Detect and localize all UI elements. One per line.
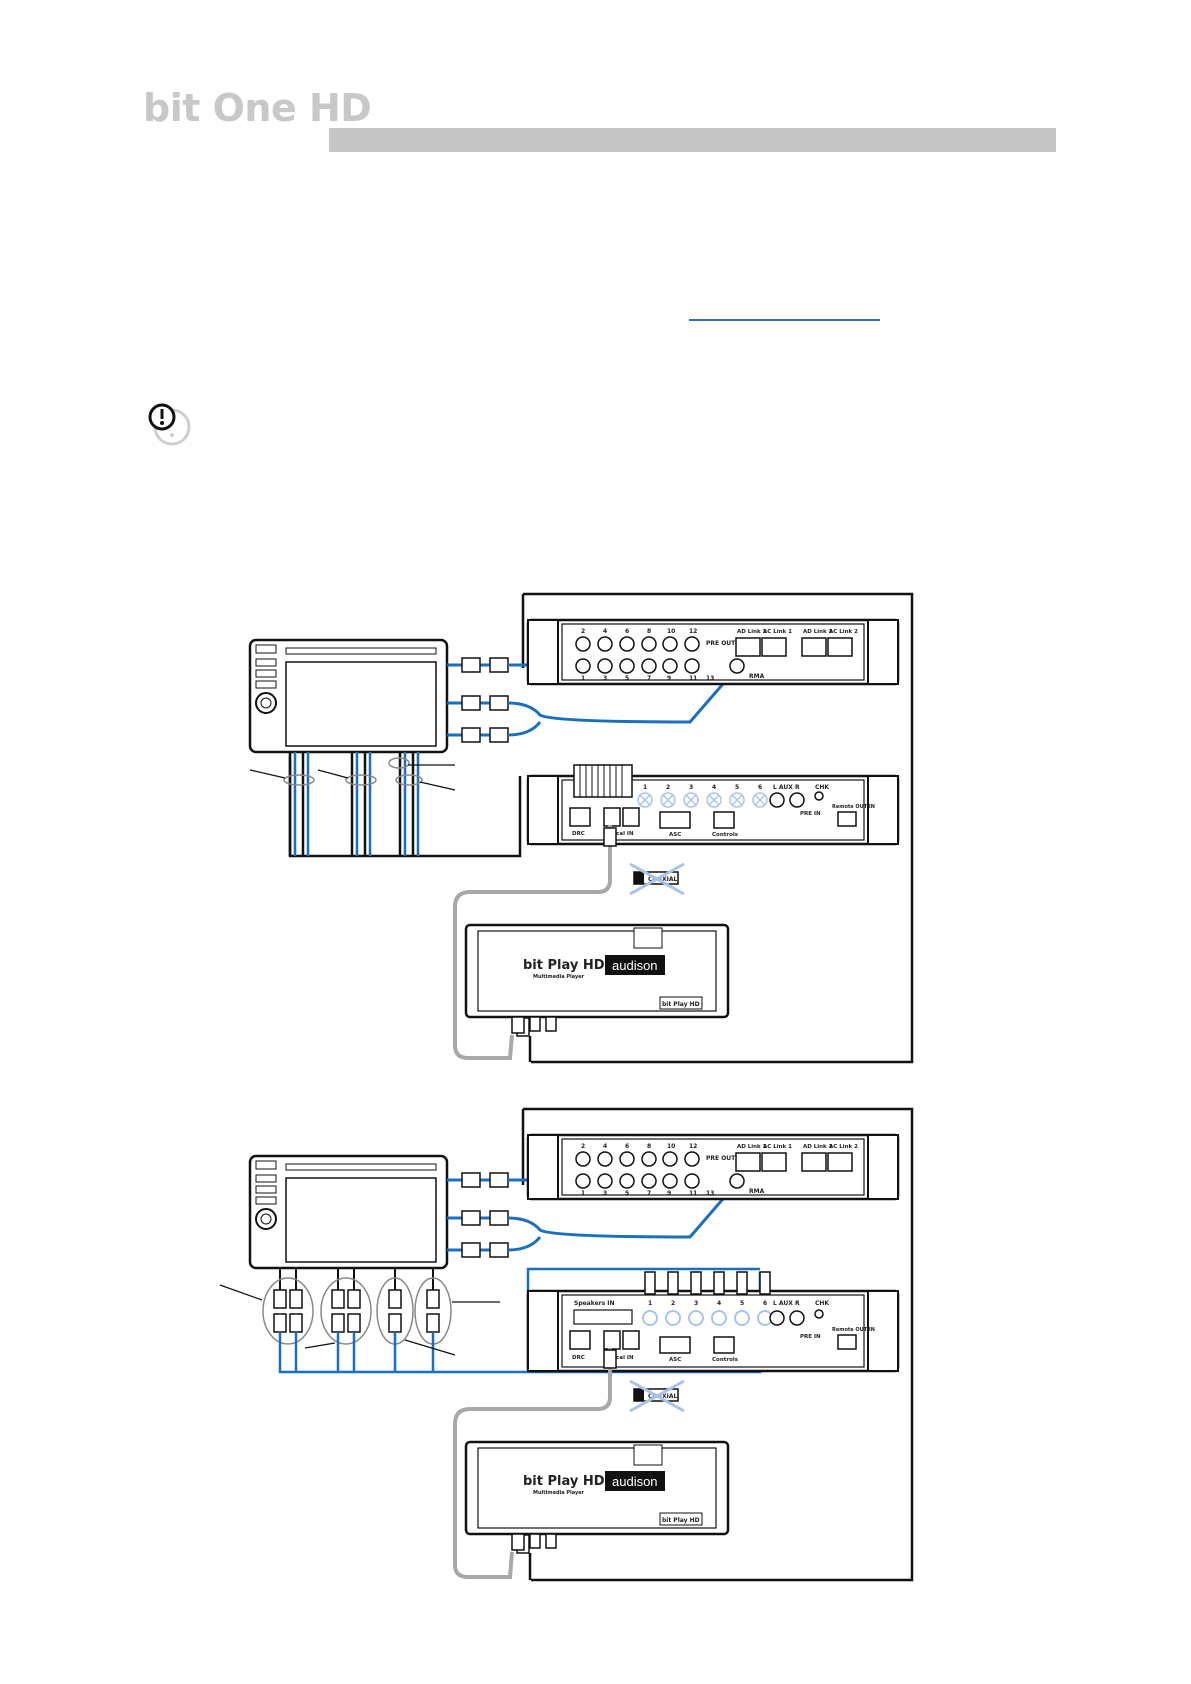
svg-text:13: 13 (706, 1190, 714, 1197)
svg-text:1: 1 (643, 784, 647, 791)
bit-one-hd-unit-2: 2 4 6 8 10 12 1 3 5 7 9 11 13 PRE OUT RM… (526, 1133, 900, 1201)
svg-text:2: 2 (581, 628, 585, 635)
svg-text:6: 6 (763, 1300, 767, 1307)
svg-text:AD Link 2: AD Link 2 (803, 1144, 833, 1150)
hyperlink-underline[interactable] (689, 319, 880, 321)
svg-text:ASC: ASC (669, 1357, 681, 1363)
svg-text:RMA: RMA (749, 1188, 765, 1195)
svg-text:7: 7 (647, 675, 651, 682)
svg-text:DRC: DRC (572, 1355, 585, 1361)
input-panel-2: Speakers IN 1 2 3 4 5 6 L AUX R CHK (526, 1271, 900, 1373)
svg-text:Multimedia Player: Multimedia Player (533, 974, 585, 980)
svg-text:2: 2 (666, 784, 670, 791)
coaxial-not-used-2: COAXIAL (629, 1379, 685, 1413)
svg-text:3: 3 (603, 675, 607, 682)
svg-text:4: 4 (603, 628, 607, 635)
diagram-2: 2 4 6 8 10 12 1 3 5 7 9 11 13 PRE OUT RM… (219, 1107, 914, 1582)
head-unit-1 (248, 638, 449, 754)
svg-text:audison: audison (612, 958, 658, 973)
svg-text:10: 10 (667, 1143, 675, 1150)
svg-text:ASC: ASC (669, 832, 681, 838)
svg-text:12: 12 (689, 628, 697, 635)
svg-text:RMA: RMA (749, 673, 765, 680)
svg-text:Multimedia Player: Multimedia Player (533, 1490, 585, 1496)
rca-cables-2 (447, 1172, 737, 1258)
svg-text:3: 3 (694, 1300, 698, 1307)
svg-text:10: 10 (667, 628, 675, 635)
svg-text:COAXIAL: COAXIAL (648, 1393, 677, 1400)
svg-text:9: 9 (667, 1190, 671, 1197)
svg-text:Optical IN: Optical IN (603, 1355, 634, 1361)
head-unit-2 (248, 1154, 449, 1270)
svg-text:audison: audison (612, 1474, 658, 1489)
bit-play-hd-unit-2: bit Play HD Multimedia Player audison bi… (464, 1440, 730, 1580)
svg-text:Speakers IN: Speakers IN (574, 1300, 615, 1307)
svg-text:2: 2 (671, 1300, 675, 1307)
svg-text:AC Link 2: AC Link 2 (829, 1144, 858, 1150)
svg-text:3: 3 (689, 784, 693, 791)
svg-text:AD Link 2: AD Link 2 (803, 629, 833, 635)
svg-text:AD Link 1: AD Link 1 (737, 1144, 767, 1150)
svg-text:AD Link 1: AD Link 1 (737, 629, 767, 635)
exclamation-circle-icon (148, 403, 191, 446)
svg-text:PRE OUT: PRE OUT (706, 640, 736, 647)
svg-text:Controls: Controls (712, 832, 739, 838)
svg-text:CHK: CHK (815, 784, 829, 791)
svg-text:4: 4 (603, 1143, 607, 1150)
svg-text:PRE IN: PRE IN (800, 811, 821, 817)
svg-text:DRC: DRC (572, 831, 585, 837)
rca-cables-1 (447, 657, 737, 743)
svg-text:3: 3 (603, 1190, 607, 1197)
svg-text:COAXIAL: COAXIAL (648, 876, 677, 883)
svg-text:PRE OUT: PRE OUT (706, 1155, 736, 1162)
input-panel-1: 1 2 3 4 5 6 (526, 764, 900, 846)
svg-text:Remote OUT IN: Remote OUT IN (832, 804, 875, 810)
svg-text:8: 8 (647, 1143, 651, 1150)
svg-text:8: 8 (647, 628, 651, 635)
svg-text:4: 4 (712, 784, 716, 791)
svg-text:2: 2 (581, 1143, 585, 1150)
svg-text:bit Play HD: bit Play HD (523, 958, 605, 973)
svg-text:5: 5 (735, 784, 739, 791)
section-header-bar (329, 128, 1056, 152)
svg-text:6: 6 (758, 784, 762, 791)
svg-text:4: 4 (717, 1300, 721, 1307)
svg-text:6: 6 (625, 628, 629, 635)
svg-text:L AUX R: L AUX R (773, 1300, 800, 1307)
svg-text:7: 7 (647, 1190, 651, 1197)
svg-text:AC Link 1: AC Link 1 (763, 629, 792, 635)
diagram-1: 2 4 6 8 10 12 1 3 5 7 9 11 13 (248, 592, 914, 1064)
svg-text:bit Play HD: bit Play HD (662, 1517, 700, 1524)
svg-text:bit Play HD: bit Play HD (662, 1001, 700, 1008)
svg-text:13: 13 (706, 675, 714, 682)
svg-text:PRE IN: PRE IN (800, 1334, 821, 1340)
bit-one-hd-logo: bit One HD (143, 86, 372, 130)
svg-text:5: 5 (625, 675, 629, 682)
svg-text:Controls: Controls (712, 1357, 739, 1363)
svg-text:6: 6 (625, 1143, 629, 1150)
coaxial-not-used-1: COAXIAL (629, 862, 685, 896)
svg-text:5: 5 (625, 1190, 629, 1197)
svg-text:L AUX R: L AUX R (773, 784, 800, 791)
svg-text:5: 5 (740, 1300, 744, 1307)
svg-text:bit Play HD: bit Play HD (523, 1474, 605, 1489)
svg-text:1: 1 (581, 675, 585, 682)
svg-text:11: 11 (689, 675, 697, 682)
svg-text:1: 1 (648, 1300, 652, 1307)
bit-play-hd-unit-1: bit Play HD Multimedia Player audison bi… (464, 923, 730, 1062)
svg-text:AC Link 2: AC Link 2 (829, 629, 858, 635)
speaker-wires-1 (249, 752, 456, 856)
svg-text:Remote OUT IN: Remote OUT IN (832, 1327, 875, 1333)
svg-text:9: 9 (667, 675, 671, 682)
svg-text:1: 1 (581, 1190, 585, 1197)
svg-text:12: 12 (689, 1143, 697, 1150)
svg-text:AC Link 1: AC Link 1 (763, 1144, 792, 1150)
svg-text:11: 11 (689, 1190, 697, 1197)
svg-text:CHK: CHK (815, 1300, 829, 1307)
svg-text:Optical IN: Optical IN (603, 831, 634, 837)
bit-one-hd-unit-1: 2 4 6 8 10 12 1 3 5 7 9 11 13 (526, 618, 900, 686)
